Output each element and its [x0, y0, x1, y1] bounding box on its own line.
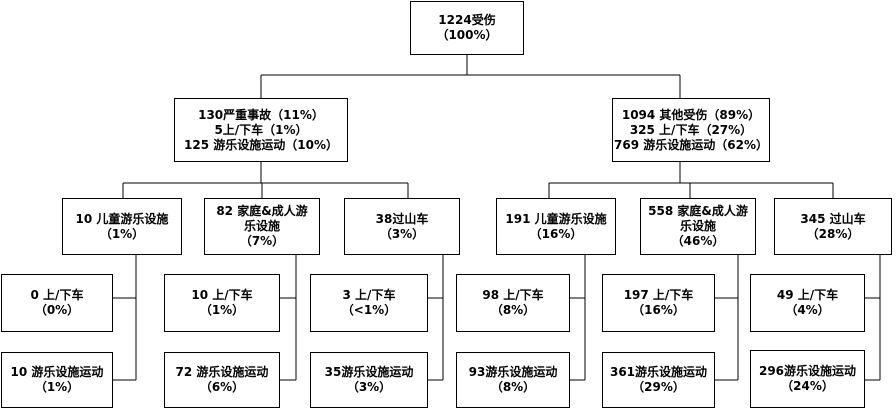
- serious-coaster-percent: （3%）: [379, 226, 425, 241]
- other-children-count: 191 儿童游乐设施: [505, 211, 607, 226]
- leaf-label: 296游乐设施运动: [758, 364, 857, 378]
- serious-accidents-box: 130严重事故（11%） 5上/下车（1%） 125 游乐设施运动（10%）: [174, 98, 348, 162]
- serious-roller-coaster-box: 38过山车 （3%）: [344, 198, 460, 255]
- other-count: 1094 其他受伤（89%）: [621, 107, 761, 122]
- leaf-label: 98 上/下车: [482, 288, 544, 302]
- leaf-serious-children-boarding: 0 上/下车 （0%）: [1, 274, 113, 332]
- leaf-label: 72 游乐设施运动: [175, 365, 269, 379]
- other-roller-coaster-box: 345 过山车 （28%）: [774, 198, 892, 255]
- leaf-label: 3 上/下车: [342, 288, 396, 302]
- other-coaster-count: 345 过山车: [800, 211, 866, 226]
- leaf-percent: （8%）: [490, 380, 536, 394]
- leaf-label: 35游乐设施运动: [324, 365, 414, 379]
- leaf-percent: （0%）: [34, 303, 80, 317]
- root-count: 1224受伤: [438, 13, 496, 27]
- leaf-other-children-boarding: 98 上/下车 （8%）: [456, 274, 570, 332]
- other-coaster-percent: （28%）: [806, 226, 860, 241]
- leaf-label: 361游乐设施运动: [609, 365, 708, 379]
- leaf-label: 49 上/下车: [776, 288, 839, 302]
- leaf-other-children-ride: 93游乐设施运动 （8%）: [456, 352, 570, 408]
- leaf-label: 10 上/下车: [191, 288, 253, 302]
- leaf-label: 10 游乐设施运动: [10, 365, 104, 379]
- leaf-serious-coaster-ride: 35游乐设施运动 （3%）: [310, 352, 428, 408]
- other-family-rides-box: 558 家庭&成人游乐设施 （46%）: [640, 198, 756, 255]
- leaf-label: 0 上/下车: [30, 288, 84, 302]
- leaf-percent: （1%）: [199, 303, 245, 317]
- leaf-percent: （29%）: [632, 380, 685, 394]
- serious-family-percent: （7%）: [239, 234, 285, 248]
- leaf-other-family-ride: 361游乐设施运动 （29%）: [602, 352, 715, 408]
- other-boarding: 325 上/下车（27%）: [629, 122, 753, 137]
- serious-children-count: 10 儿童游乐设施: [75, 211, 169, 226]
- leaf-serious-coaster-boarding: 3 上/下车 （<1%）: [310, 274, 428, 332]
- leaf-percent: （3%）: [346, 380, 392, 394]
- leaf-percent: （8%）: [490, 303, 536, 317]
- leaf-serious-family-ride: 72 游乐设施运动 （6%）: [164, 352, 280, 408]
- leaf-serious-family-boarding: 10 上/下车 （1%）: [164, 274, 280, 332]
- leaf-label: 197 上/下车: [623, 288, 694, 302]
- other-ride: 769 游乐设施运动（62%）: [614, 137, 768, 152]
- other-family-percent: （46%）: [671, 234, 725, 248]
- leaf-percent: （16%）: [632, 303, 685, 317]
- leaf-serious-children-ride: 10 游乐设施运动 （1%）: [1, 352, 113, 408]
- root-total-injuries: 1224受伤 （100%）: [410, 1, 524, 55]
- serious-coaster-count: 38过山车: [375, 211, 429, 226]
- leaf-percent: （6%）: [199, 380, 245, 394]
- leaf-label: 93游乐设施运动: [468, 365, 558, 379]
- leaf-percent: （1%）: [34, 380, 80, 394]
- other-family-count: 558 家庭&成人游乐设施: [648, 204, 748, 233]
- other-children-rides-box: 191 儿童游乐设施 （16%）: [496, 198, 616, 255]
- serious-family-rides-box: 82 家庭&成人游乐设施 （7%）: [204, 198, 320, 255]
- leaf-other-family-boarding: 197 上/下车 （16%）: [602, 274, 715, 332]
- leaf-other-coaster-ride: 296游乐设施运动 （24%）: [750, 350, 865, 408]
- serious-children-rides-box: 10 儿童游乐设施 （1%）: [62, 198, 182, 255]
- serious-family-count: 82 家庭&成人游乐设施: [216, 204, 308, 233]
- other-children-percent: （16%）: [529, 226, 583, 241]
- serious-children-percent: （1%）: [99, 226, 145, 241]
- leaf-percent: （4%）: [785, 303, 830, 317]
- leaf-percent: （<1%）: [341, 303, 397, 317]
- root-percent: （100%）: [436, 28, 498, 42]
- serious-ride: 125 游乐设施运动（10%）: [184, 137, 338, 152]
- serious-count: 130严重事故（11%）: [198, 107, 324, 122]
- serious-boarding: 5上/下车（1%）: [214, 122, 308, 137]
- leaf-other-coaster-boarding: 49 上/下车 （4%）: [750, 274, 865, 332]
- leaf-percent: （24%）: [781, 379, 834, 393]
- other-injuries-box: 1094 其他受伤（89%） 325 上/下车（27%） 769 游乐设施运动（…: [612, 98, 770, 162]
